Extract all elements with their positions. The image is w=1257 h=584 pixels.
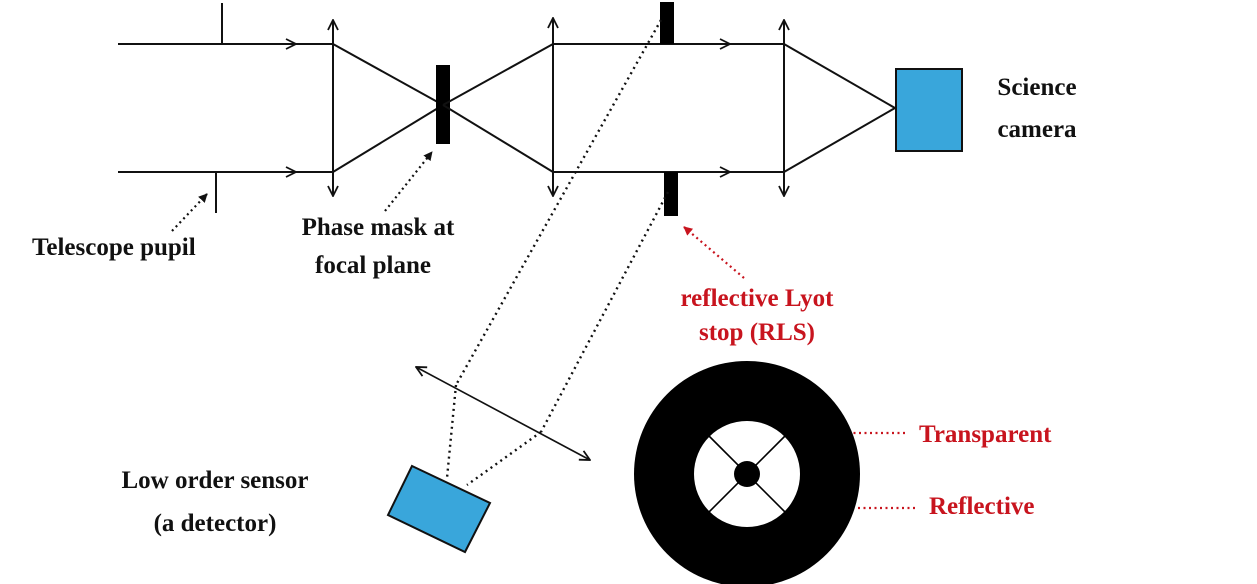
ray-diverge-bottom <box>442 104 554 173</box>
label-phase-mask-2: focal plane <box>315 252 431 279</box>
sensor-lens <box>416 367 590 460</box>
ray-diverge-top <box>442 43 554 106</box>
ray-camera-top <box>783 43 896 109</box>
label-telescope-pupil: Telescope pupil <box>32 234 196 261</box>
reflected-ray-3 <box>539 191 670 433</box>
lyot-stop-top <box>660 2 674 44</box>
label-science-camera-2: camera <box>997 116 1077 143</box>
rls-pointer-arrow <box>683 226 745 279</box>
label-transparent: Transparent <box>919 421 1052 448</box>
rls-central-obstruction <box>734 461 760 487</box>
reflected-ray-4 <box>466 431 542 486</box>
label-reflective: Reflective <box>929 493 1034 520</box>
reflected-ray-1 <box>454 19 663 386</box>
mask-pointer-arrow <box>384 151 433 212</box>
label-rls-2: stop (RLS) <box>699 319 815 346</box>
label-science-camera-1: Science <box>997 74 1076 101</box>
label-phase-mask-1: Phase mask at <box>302 214 455 241</box>
ray-converge-bottom <box>332 104 444 173</box>
science-camera <box>895 68 963 152</box>
reflected-ray-2 <box>445 384 458 479</box>
label-low-order-sensor-1: Low order sensor <box>121 467 308 494</box>
ray-camera-bottom <box>783 107 896 173</box>
label-rls-1: reflective Lyot <box>681 285 835 312</box>
low-order-sensor <box>386 464 492 554</box>
ray-converge-top <box>332 43 444 106</box>
lyot-stop-bottom <box>664 172 678 216</box>
pupil-pointer-arrow <box>171 193 208 232</box>
label-low-order-sensor-2: (a detector) <box>154 510 277 537</box>
